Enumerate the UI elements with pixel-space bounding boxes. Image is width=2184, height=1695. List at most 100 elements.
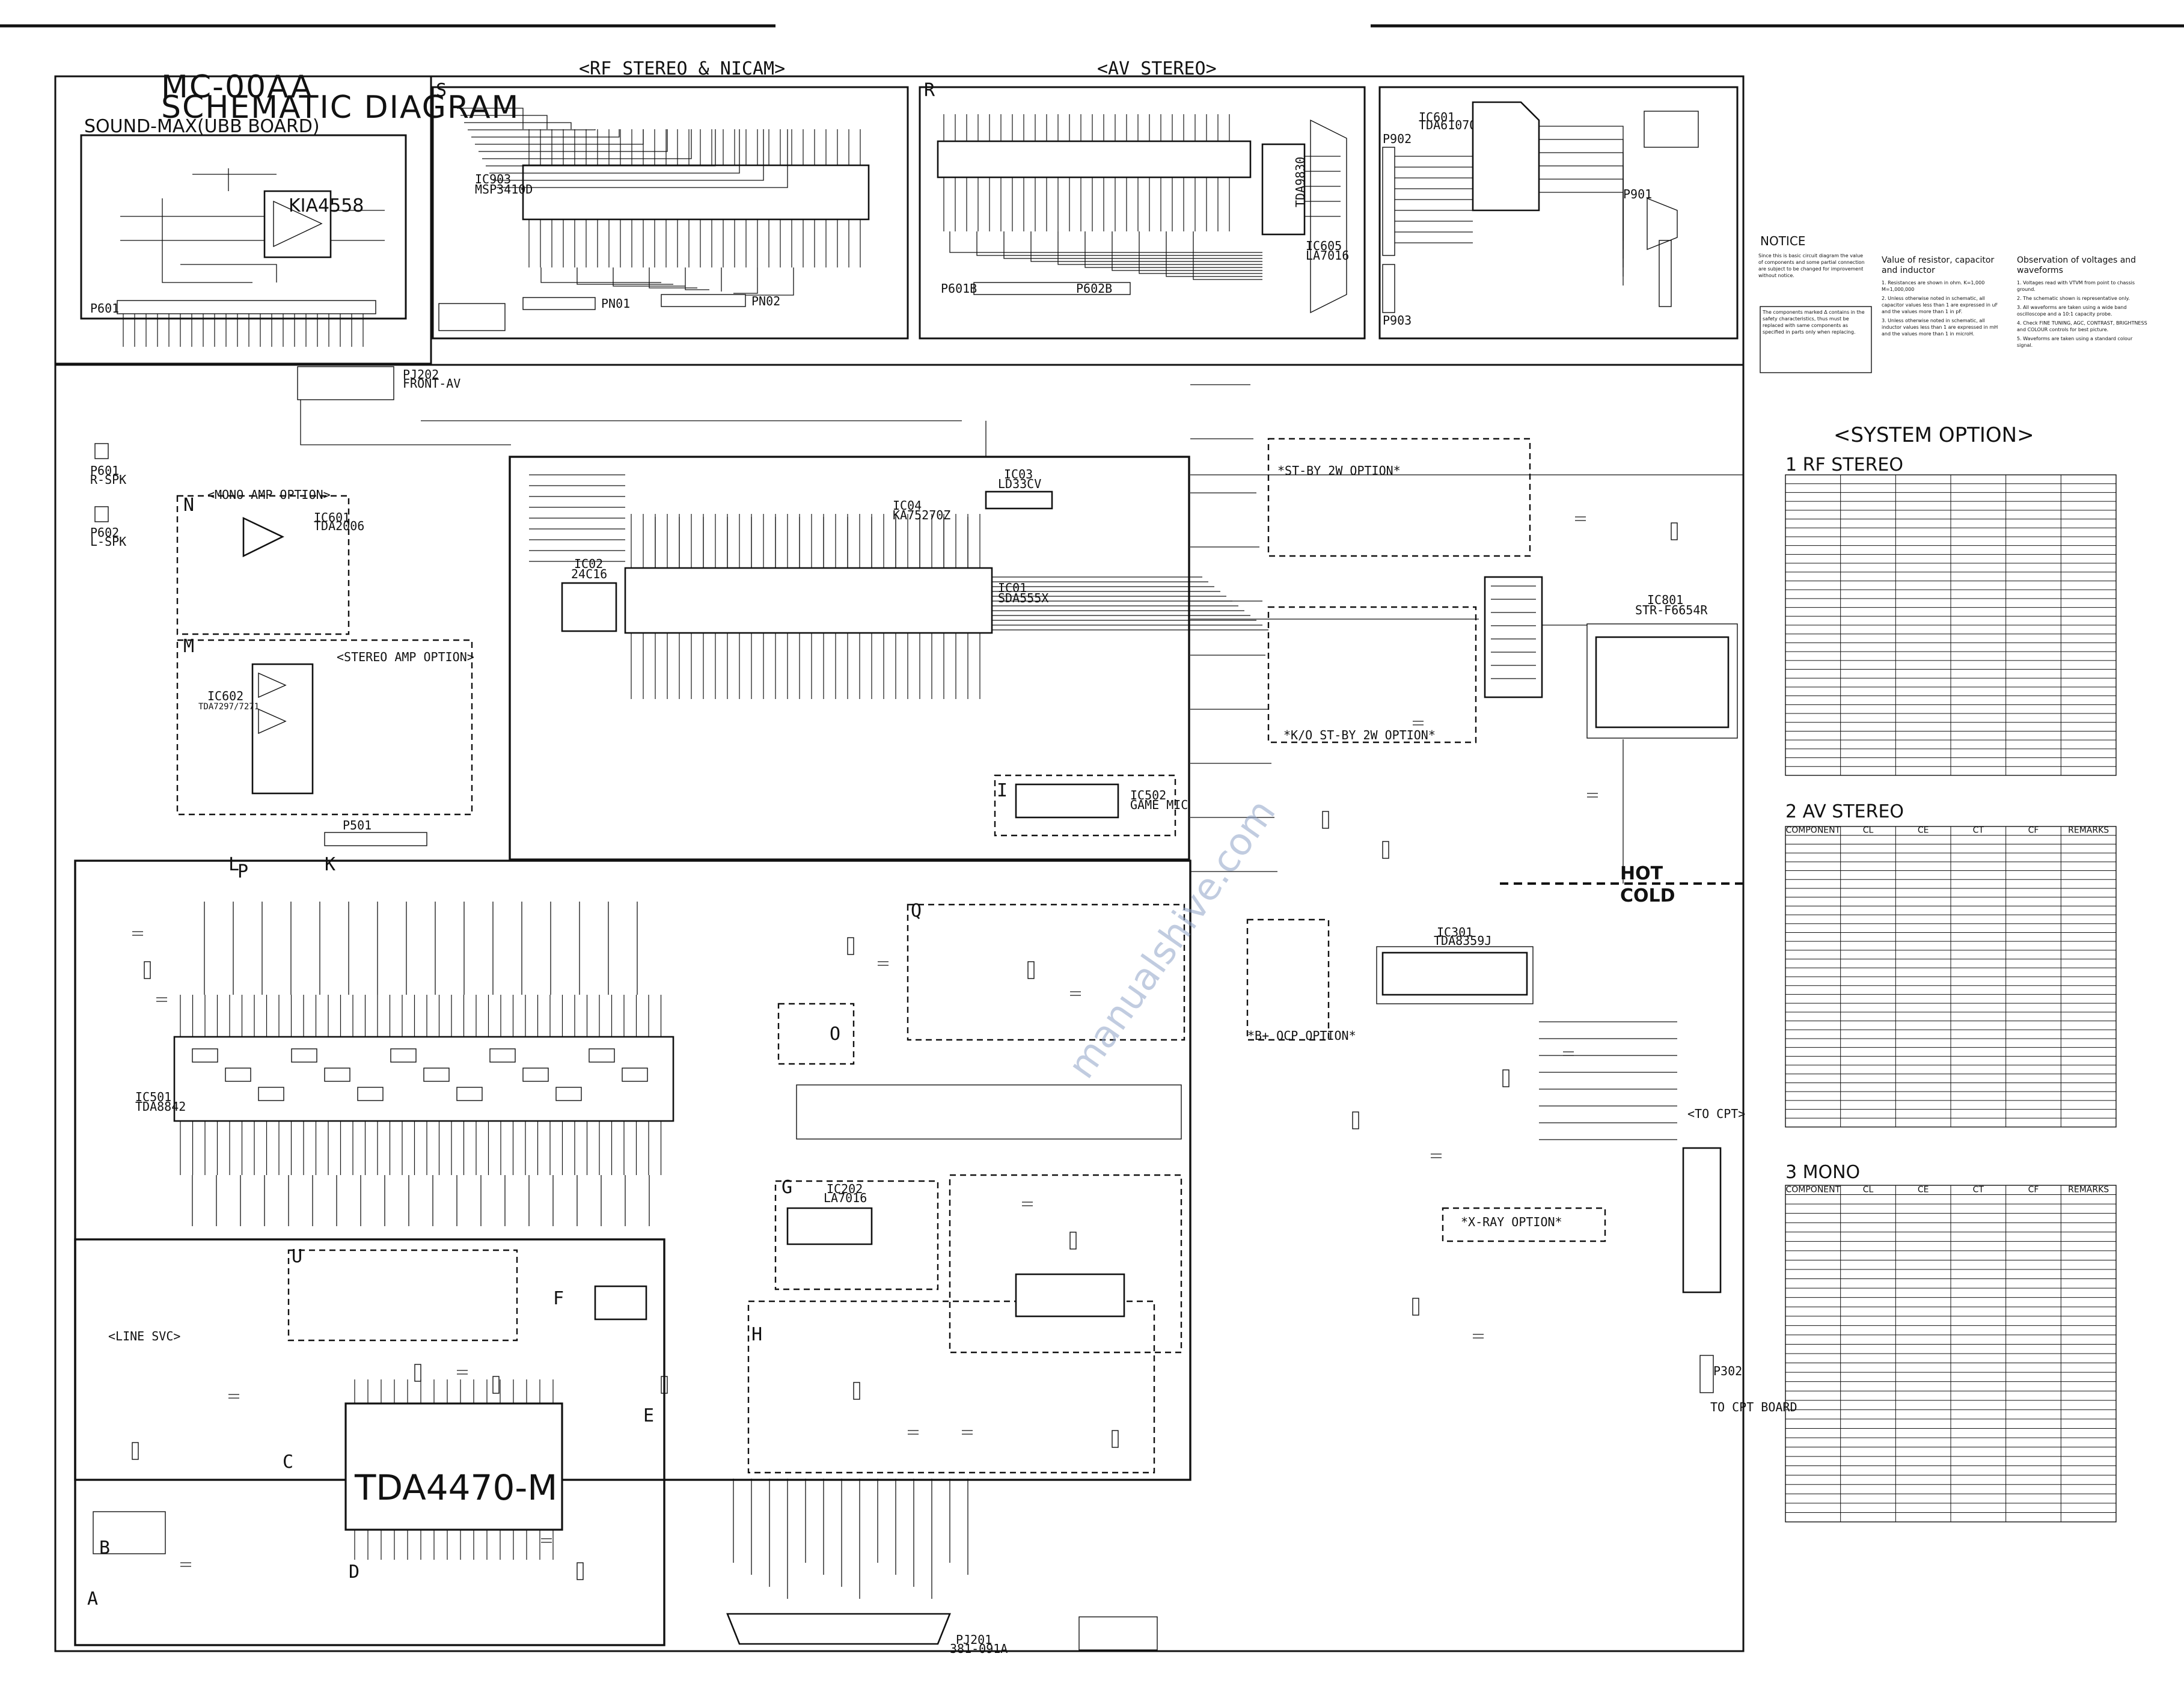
- hot-label: HOT: [1620, 863, 1663, 884]
- av-stereo-header: <AV STEREO>: [1097, 58, 1217, 79]
- av-stereo-section: 2 AV STEREO: [1785, 801, 1904, 822]
- svg-text:Q: Q: [911, 900, 922, 921]
- svg-text:STR-F6654R: STR-F6654R: [1635, 603, 1708, 617]
- notice-block: NOTICE Since this is basic circuit diagr…: [1758, 234, 2147, 373]
- svg-text:IC903: IC903: [475, 172, 511, 186]
- svg-text:O: O: [830, 1024, 840, 1045]
- svg-text:PN01: PN01: [601, 296, 630, 311]
- eeprom-24c16: [561, 582, 617, 632]
- b-ocp-option: *B+ OCP OPTION*: [1247, 1028, 1356, 1043]
- option-col-3: CT: [1973, 826, 1984, 835]
- svg-text:381-091A: 381-091A: [950, 1642, 1008, 1656]
- notice-heading: NOTICE: [1760, 234, 1805, 248]
- svg-text:IC04: IC04: [893, 498, 922, 513]
- svg-text:P302: P302: [1713, 1364, 1742, 1378]
- svg-text:IC502: IC502: [1130, 788, 1166, 802]
- tda8359j-ic: [1381, 951, 1528, 996]
- notice-text: Since this is basic circuit diagram the …: [1758, 253, 1865, 278]
- rf-stereo-section: 1 RF STEREO: [1785, 454, 1903, 475]
- svg-text:24C16: 24C16: [571, 567, 607, 581]
- svg-text:R-SPK: R-SPK: [90, 472, 126, 487]
- st-by-option: *ST-BY 2W OPTION*: [1277, 463, 1401, 478]
- svg-text:U: U: [292, 1246, 302, 1267]
- svg-text:FRONT-AV: FRONT-AV: [403, 376, 460, 391]
- svg-text:IC03: IC03: [1004, 467, 1033, 481]
- pn02-connector: [661, 294, 746, 307]
- tda2006-amp: [242, 516, 284, 558]
- svg-text:P: P: [237, 861, 248, 882]
- svg-text:IC01: IC01: [998, 581, 1027, 595]
- tda4470-label: TDA4470-M: [354, 1467, 557, 1508]
- tda7297-ic: [251, 663, 314, 795]
- option-col-2: CE: [1918, 1185, 1929, 1195]
- ld33cv-ic: [985, 490, 1053, 510]
- svg-text:P601: P601: [90, 463, 119, 478]
- smps-transformer: [1484, 576, 1543, 698]
- option-col-1: CL: [1863, 826, 1874, 835]
- values-note-0: 1. Resistances are shown in ohm. K=1,000…: [1882, 280, 1985, 292]
- ko-st-by-option: *K/O ST-BY 2W OPTION*: [1283, 728, 1436, 742]
- scart-connector: [726, 1613, 951, 1645]
- svg-text:P903: P903: [1383, 313, 1412, 328]
- svg-text:GAME MIC: GAME MIC: [1130, 798, 1188, 812]
- msp3410d-ic: [522, 164, 870, 221]
- mono-section: 3 MONO: [1785, 1162, 1860, 1183]
- game-mic-ic: [1015, 783, 1119, 819]
- svg-text:IC501: IC501: [135, 1090, 171, 1104]
- schematic-border: [54, 75, 1745, 1652]
- svg-text:IC301: IC301: [1437, 925, 1473, 939]
- values-heading: Value of resistor, capacitor and inducto…: [1882, 255, 1995, 275]
- svg-text:IC605: IC605: [1306, 239, 1342, 253]
- svg-text:SDA555X: SDA555X: [998, 591, 1048, 605]
- svg-text:IC801: IC801: [1647, 593, 1683, 607]
- voltage-note-2: 3. All waveforms are taken using a wide …: [2017, 305, 2127, 317]
- la7016-ic: [786, 1207, 873, 1245]
- main-schematic: IC01 SDA555X IC04 KA75270Z IC03 LD33CV I…: [74, 366, 1797, 1656]
- option-col-0: COMPONENT: [1785, 826, 1840, 835]
- svg-text:I: I: [997, 780, 1008, 801]
- svg-text:TDA7297/7271: TDA7297/7271: [198, 702, 259, 712]
- svg-text:P902: P902: [1383, 132, 1412, 146]
- la7016-chip: [1261, 143, 1306, 236]
- svg-text:D: D: [349, 1562, 359, 1583]
- voltage-note-0: 1. Voltages read with VTVM from point to…: [2017, 280, 2135, 292]
- tda6107q-ic: [1472, 101, 1540, 212]
- option-col-4: CF: [2028, 1185, 2039, 1195]
- svg-text:G: G: [782, 1177, 792, 1198]
- svg-text:P602: P602: [90, 525, 119, 540]
- line-svc-label: <LINE SVC>: [108, 1329, 180, 1343]
- option-col-3: CT: [1973, 1185, 1984, 1195]
- svg-text:LA7016: LA7016: [824, 1191, 867, 1205]
- svg-text:TDA6107Q: TDA6107Q: [1419, 118, 1476, 132]
- svg-text:TDA9830: TDA9830: [1293, 157, 1308, 207]
- switch-ic: [1015, 1273, 1125, 1318]
- svg-text:PJ202: PJ202: [403, 367, 439, 382]
- option-col-5: REMARKS: [2068, 1185, 2109, 1195]
- svg-text:A: A: [87, 1589, 98, 1610]
- svg-text:TDA8359J: TDA8359J: [1434, 933, 1491, 948]
- voltage-note-1: 2. The schematic shown is representative…: [2017, 296, 2130, 301]
- svg-text:C: C: [283, 1452, 293, 1473]
- av-stereo-block: R TDA9830 IC605 LA7016 P601B P602B: [919, 80, 1366, 340]
- voltage-note-4: 5. Waveforms are taken using a standard …: [2017, 336, 2133, 348]
- svg-text:L: L: [228, 854, 239, 875]
- svg-text:TDA8842: TDA8842: [135, 1099, 186, 1114]
- svg-text:LA7016: LA7016: [1306, 248, 1349, 263]
- svg-text:M: M: [183, 636, 194, 657]
- svg-text:R: R: [924, 80, 935, 101]
- svg-text:PJ201: PJ201: [956, 1632, 992, 1647]
- svg-text:P601: P601: [90, 301, 119, 316]
- deflection-block: [74, 1238, 665, 1646]
- svg-text:P602B: P602B: [1076, 281, 1112, 296]
- x-ray-option: *X-RAY OPTION*: [1461, 1215, 1562, 1229]
- cpt-drive-block: IC601 TDA6107Q P902 P903 P901: [1378, 86, 1739, 340]
- svg-text:F: F: [553, 1288, 564, 1309]
- option-col-4: CF: [2028, 826, 2039, 835]
- title-schematic: SCHEMATIC DIAGRAM: [161, 90, 519, 126]
- svg-text:L-SPK: L-SPK: [90, 534, 126, 549]
- svg-text:KA75270Z: KA75270Z: [893, 508, 950, 522]
- option-col-0: COMPONENT: [1785, 1185, 1840, 1195]
- svg-text:P501: P501: [343, 818, 372, 832]
- svg-text:E: E: [643, 1405, 654, 1426]
- svg-text:MSP3410D: MSP3410D: [475, 182, 533, 197]
